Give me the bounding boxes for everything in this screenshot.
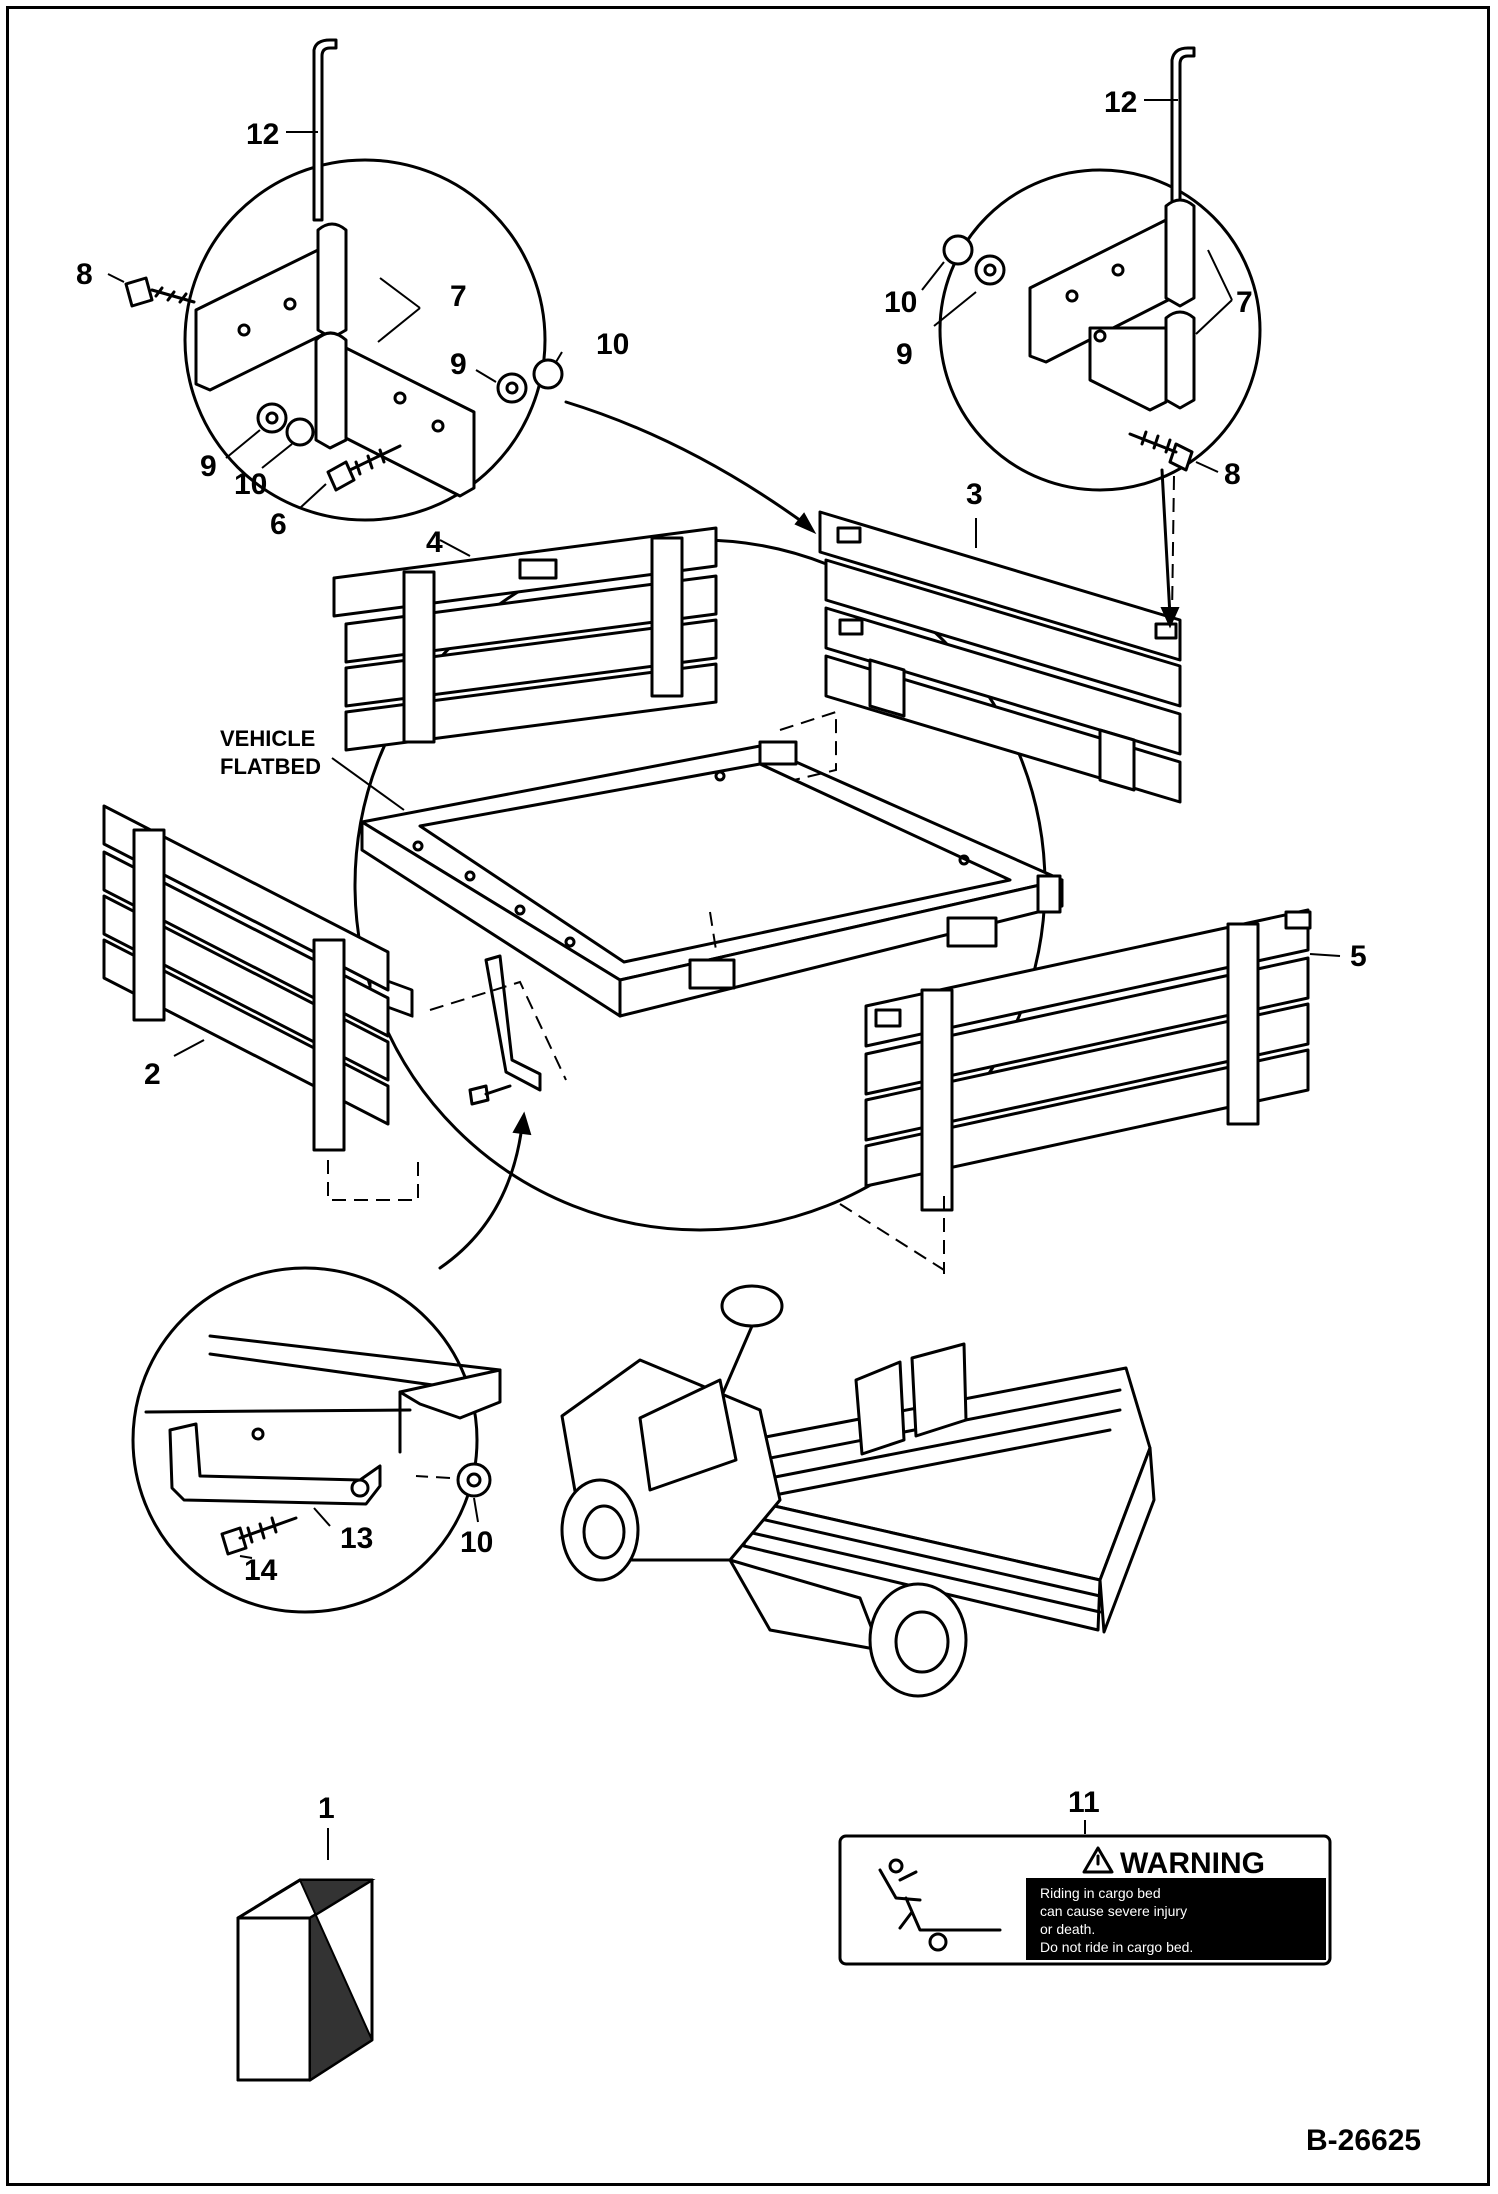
flatbed-label-line2: FLATBED [220, 754, 321, 779]
wheel-icon [868, 1582, 968, 1698]
callout-12-right: 12 [1104, 86, 1137, 119]
callout-6: 6 [270, 508, 287, 541]
nut-icon [285, 417, 315, 447]
callout-10-bracket: 10 [460, 1526, 493, 1559]
assembly-arrows [438, 400, 1180, 1270]
callout-14: 14 [244, 1554, 278, 1587]
bracket-detail [131, 1266, 502, 1614]
bolt-icon [220, 1526, 248, 1556]
panel-stake [312, 938, 346, 1152]
bracket-icon [168, 1422, 382, 1506]
callout-8-right: 8 [1224, 458, 1241, 491]
bolt-icon [326, 460, 356, 492]
wheel-icon [560, 1478, 640, 1582]
bracket-detail-circle [131, 1266, 479, 1614]
nut-icon [456, 1462, 492, 1498]
callout-4: 4 [426, 526, 443, 559]
hinge-knuckle-upper [1164, 198, 1196, 308]
detail-circle-right [938, 168, 1262, 492]
callout-10-right: 10 [884, 286, 917, 319]
stake-panel-4 [332, 526, 718, 752]
drawing-border [6, 6, 1490, 2186]
vehicle-flatbed [331, 538, 1064, 1232]
panel-stake [132, 828, 166, 1022]
warning-heading: WARNING [1120, 1847, 1265, 1880]
stake-panel-3 [818, 510, 1182, 804]
stake-pocket [946, 916, 998, 948]
washer-icon [496, 372, 528, 404]
hinge-leaf-lower [1088, 326, 1168, 412]
callout-9-right: 9 [896, 338, 913, 371]
alignment-lines [327, 475, 1175, 1274]
callout-3: 3 [966, 478, 983, 511]
callout-9-left: 9 [200, 450, 217, 483]
callout-11: 11 [1068, 1786, 1100, 1819]
hinge-knuckle-lower [1164, 310, 1196, 410]
stake-pocket [1036, 874, 1062, 914]
callout-12-left: 12 [246, 118, 279, 151]
hinge-pin [1170, 46, 1196, 212]
nut-icon [942, 234, 974, 266]
stake-panel-2 [102, 804, 390, 1152]
washer-icon [256, 402, 288, 434]
nut-icon [532, 358, 564, 390]
callout-13: 13 [340, 1522, 373, 1555]
hinge-knuckle-lower [314, 331, 348, 450]
callout-7-right: 7 [1236, 286, 1253, 319]
warning-text-panel [1026, 1878, 1326, 1960]
callout-1: 1 [318, 1792, 335, 1825]
warning-line-3: or death. [1040, 1921, 1095, 1937]
warning-decal [838, 1820, 1332, 1966]
callout-8-left: 8 [76, 258, 93, 291]
panel-stake [1098, 728, 1136, 792]
warning-line-2: can cause severe injury [1040, 1903, 1187, 1919]
callout-5: 5 [1350, 940, 1367, 973]
panel-stake [1226, 922, 1260, 1126]
panel-stake [920, 988, 954, 1212]
callout-10-left-top: 10 [596, 328, 629, 361]
hinge-detail-right [921, 46, 1262, 492]
callout-7-left: 7 [450, 280, 467, 313]
flatbed-label-line1: VEHICLE [220, 726, 315, 751]
panel-stake [868, 658, 906, 718]
detail-circle-left [183, 158, 547, 522]
bolt-icon [124, 276, 154, 308]
stake-pocket [688, 958, 736, 990]
callout-2: 2 [144, 1058, 161, 1091]
callout-10-left: 10 [234, 468, 267, 501]
stake-pocket [758, 740, 798, 766]
callout-9-right-of-left: 9 [450, 348, 467, 381]
manual-box-icon [236, 1828, 376, 2082]
washer-icon [974, 254, 1006, 286]
warning-line-1: Riding in cargo bed [1040, 1885, 1161, 1901]
figure-id: B-26625 [1306, 2124, 1421, 2157]
utility-vehicle-illustration [560, 1284, 1156, 1698]
stake-panel-5 [864, 908, 1341, 1212]
hinge-detail-left [107, 38, 564, 522]
mount-bracket-small [429, 954, 567, 1106]
hinge-pin [312, 38, 338, 222]
warning-line-4: Do not ride in cargo bed. [1040, 1939, 1193, 1955]
panel-stake [650, 536, 684, 698]
panel-stake [402, 570, 436, 744]
